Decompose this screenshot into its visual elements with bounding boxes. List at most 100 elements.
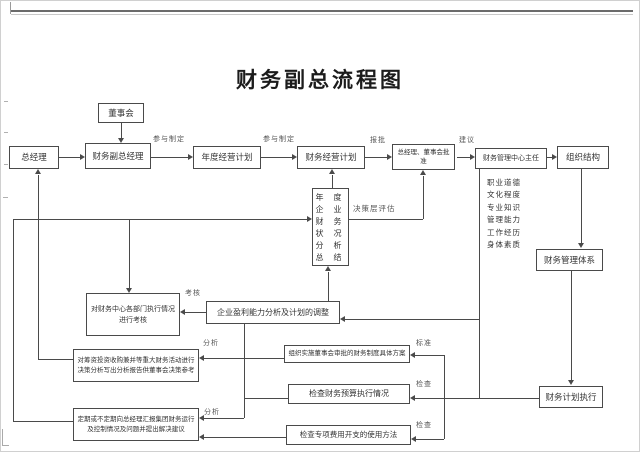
edge-label-suggest: 建议 xyxy=(459,136,475,144)
margin-bracket xyxy=(2,429,9,446)
edge-label-submit: 报批 xyxy=(370,136,386,144)
arrowhead xyxy=(199,434,204,440)
quality-item: 职业道德 xyxy=(487,178,521,187)
connector xyxy=(332,175,333,188)
connector xyxy=(328,272,329,301)
arrowhead xyxy=(35,169,41,174)
node-plan-execution: 财务计划执行 xyxy=(539,386,603,408)
node-major-finance-analysis: 对筹资投资收购兼并等重大财务活动进行决策分析写出分析报告供董事会决策参考 xyxy=(73,349,199,382)
connector xyxy=(581,169,582,246)
connector xyxy=(13,219,307,220)
connector xyxy=(13,421,73,422)
connector xyxy=(244,324,245,418)
summary-line: 企 业 xyxy=(315,205,346,214)
margin-tick xyxy=(10,2,11,14)
arrowhead xyxy=(199,355,204,361)
connector xyxy=(415,398,539,399)
arrowhead xyxy=(387,154,392,160)
edge-label-standard: 标准 xyxy=(416,339,432,347)
edge-label-check-2: 检查 xyxy=(416,421,432,429)
arrowhead xyxy=(188,154,193,160)
node-approval: 总经理、董事会批准 xyxy=(392,144,455,170)
quality-item: 专业知识 xyxy=(487,202,521,212)
connector xyxy=(185,312,206,313)
summary-line: 状 况 xyxy=(315,229,346,238)
arrowhead xyxy=(118,138,124,143)
connector xyxy=(423,176,424,219)
node-department-assessment: 对财务中心各部门执行情况进行考核 xyxy=(86,293,180,336)
connector xyxy=(244,398,288,399)
arrowhead xyxy=(199,415,204,421)
quality-item: 文化程度 xyxy=(487,190,521,200)
node-expense-check: 检查专项费用开支的使用方法 xyxy=(286,425,411,445)
edge-label-participate-2: 参与制定 xyxy=(263,135,295,143)
summary-line: 总 结 xyxy=(315,253,346,262)
node-org-structure: 组织结构 xyxy=(557,146,609,169)
connector xyxy=(204,418,244,419)
summary-line: 分 析 xyxy=(315,241,346,250)
connector xyxy=(349,219,423,220)
arrowhead xyxy=(410,352,415,358)
arrowhead xyxy=(411,436,416,442)
edge-label-analyze-1: 分析 xyxy=(203,339,219,347)
quality-item: 管理能力 xyxy=(487,215,521,225)
edge-label-assess: 考核 xyxy=(185,289,201,297)
connector xyxy=(415,355,444,356)
edge-label-check-1: 检查 xyxy=(416,380,432,388)
page-title: 财务副总流程图 xyxy=(236,68,404,92)
node-finance-plan: 财务经营计划 xyxy=(297,146,365,169)
connector xyxy=(547,157,552,158)
connector xyxy=(129,219,130,290)
connector xyxy=(261,157,292,158)
arrowhead xyxy=(329,169,335,174)
node-center-director: 财务管理中心主任 xyxy=(475,148,547,169)
connector xyxy=(13,219,14,421)
connector xyxy=(59,157,80,158)
node-board: 董事会 xyxy=(98,103,144,123)
arrowhead xyxy=(325,266,331,271)
edge-label-participate-1: 参与制定 xyxy=(153,135,185,143)
qualities-list: 职业道德 文化程度 专业知识 管理能力 工作经历 身体素质 xyxy=(487,177,521,251)
edge-label-decision-eval: 决策层评估 xyxy=(353,204,396,213)
node-general-manager: 总经理 xyxy=(9,146,59,169)
arrowhead xyxy=(470,154,475,160)
connector xyxy=(38,175,39,359)
arrowhead xyxy=(568,380,574,385)
connector xyxy=(457,157,470,158)
node-system-implementation: 组织实施董事会审批的财务制度具体方案 xyxy=(284,345,410,363)
node-report-to-gm: 定期或不定期向总经理汇报集团财务运行及控制情况及问题并提出解决建议 xyxy=(73,408,199,441)
margin-tick xyxy=(4,164,8,165)
connector xyxy=(121,123,122,141)
summary-line: 年 度 xyxy=(315,193,346,202)
quality-item: 身体素质 xyxy=(487,240,521,250)
arrowhead xyxy=(126,288,132,293)
connector xyxy=(416,439,444,440)
connector xyxy=(38,359,73,360)
arrowhead xyxy=(420,170,426,175)
node-annual-summary: 年 度 企 业 财 务 状 况 分 析 总 结 xyxy=(312,188,349,266)
connector xyxy=(151,157,188,158)
top-rule xyxy=(11,10,633,12)
connector xyxy=(444,355,445,439)
arrowhead xyxy=(340,316,345,322)
margin-tick xyxy=(4,101,8,102)
arrowhead xyxy=(410,395,415,401)
edge-label-analyze-2: 分析 xyxy=(204,408,220,416)
connector xyxy=(204,437,286,438)
arrowhead xyxy=(80,154,85,160)
margin-tick xyxy=(4,132,8,133)
arrowhead xyxy=(292,154,297,160)
connector xyxy=(365,157,387,158)
node-mgmt-system: 财务管理体系 xyxy=(536,249,603,271)
arrowhead xyxy=(578,243,584,248)
connector xyxy=(345,319,479,320)
margin-tick xyxy=(3,197,8,198)
connector xyxy=(571,271,572,383)
arrowhead xyxy=(552,154,557,160)
node-profitability-adjustment: 企业盈利能力分析及计划的调整 xyxy=(206,301,340,324)
node-budget-check: 检查财务预算执行情况 xyxy=(288,384,410,404)
summary-line: 财 务 xyxy=(315,217,346,226)
arrowhead xyxy=(307,216,312,222)
node-annual-plan: 年度经营计划 xyxy=(193,146,261,169)
